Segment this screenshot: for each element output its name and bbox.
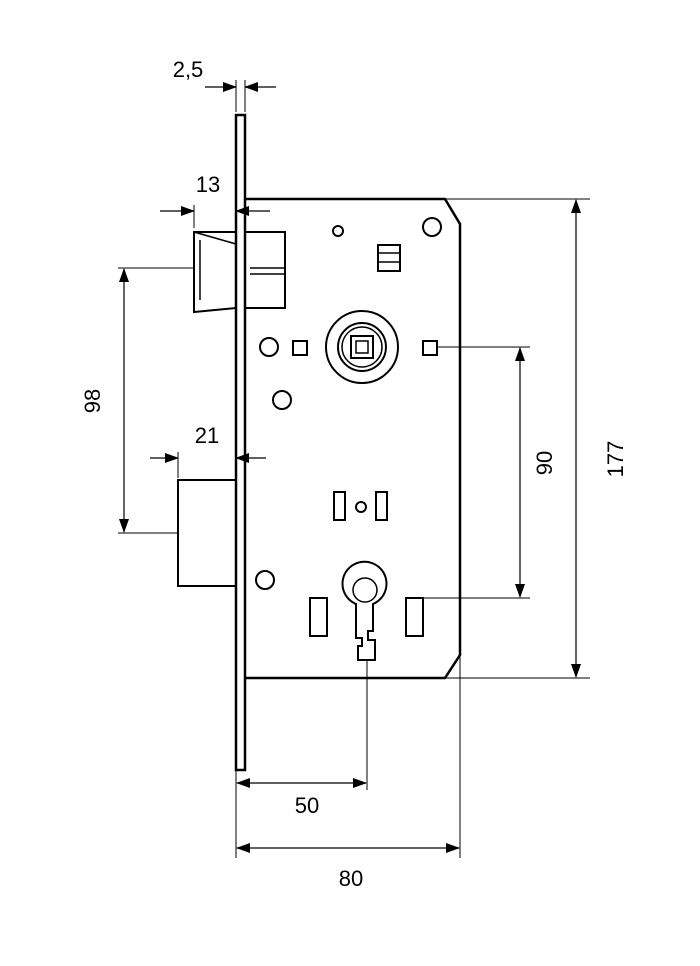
screw-hole [255, 570, 275, 590]
dim-label-backset: 50 [295, 793, 319, 818]
handle-spindle-hub [292, 310, 438, 384]
dim-label-latch-to-bolt: 98 [80, 389, 105, 413]
screw-hole [259, 337, 279, 357]
center-detail [333, 491, 388, 521]
small-hole [332, 225, 344, 237]
lock-case [245, 197, 462, 680]
corner-hole [422, 217, 442, 237]
screw-hole [272, 390, 292, 410]
faceplate [234, 113, 247, 772]
dim-label-handle-to-key: 90 [532, 451, 557, 475]
dim-label-case-height: 177 [603, 441, 628, 478]
dead-bolt [177, 479, 237, 587]
extension-lines [118, 80, 590, 858]
dimension-lines [119, 82, 581, 853]
keyhole [309, 560, 424, 661]
dim-label-latch-projection: 13 [196, 172, 220, 197]
dim-label-bolt-projection: 21 [195, 423, 219, 448]
dim-label-faceplate-thickness: 2,5 [173, 57, 204, 82]
dim-label-case-depth: 80 [339, 866, 363, 891]
latch-bolt [193, 231, 286, 314]
vent-slots [377, 244, 401, 272]
